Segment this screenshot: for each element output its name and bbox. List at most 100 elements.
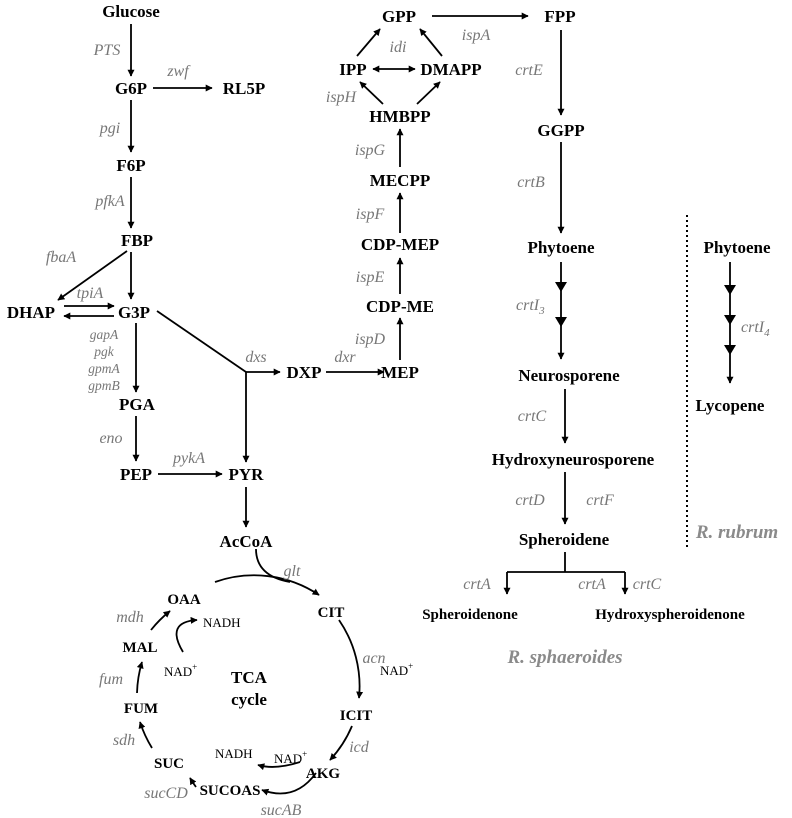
phytoene-rubrum: Phytoene (703, 238, 771, 257)
fpp: FPP (544, 7, 575, 26)
mal: MAL (123, 640, 158, 656)
cdp-me: CDP-ME (366, 297, 434, 316)
enzyme-pts: PTS (93, 42, 121, 59)
enzyme-pfka: pfkA (94, 193, 125, 210)
enzyme-crta-2: crtA (578, 576, 606, 593)
oaa: OAA (167, 592, 201, 608)
cofactor-nad-mal: NAD+ (164, 662, 197, 679)
enzyme-gpmb: gpmB (88, 378, 120, 393)
arrow-cit-icit (339, 620, 360, 698)
dmapp: DMAPP (420, 60, 481, 79)
g3p: G3P (118, 303, 150, 322)
icit: ICIT (340, 708, 373, 724)
ipp: IPP (339, 60, 366, 79)
enzyme-idi: idi (390, 39, 407, 56)
pep: PEP (120, 465, 152, 484)
arrowhead-step-2 (555, 317, 567, 327)
arrowhead-rubrum-2 (724, 315, 736, 325)
enzyme-ispd: ispD (355, 331, 386, 348)
glucose: Glucose (102, 2, 160, 21)
arrow-dmapp-gpp (420, 29, 442, 56)
enzyme-crtc-2: crtC (633, 576, 662, 593)
enzyme-dxs: dxs (245, 349, 266, 366)
enzyme-gapa: gapA (90, 327, 119, 342)
enzyme-succd: sucCD (144, 785, 188, 802)
arrow-nad-nadh-mal (177, 620, 197, 652)
lycopene: Lycopene (696, 396, 765, 415)
enzyme-crtd: crtD (515, 492, 545, 509)
organism-sphaeroides: R. sphaeroides (506, 647, 622, 668)
enzyme-glt: glt (284, 563, 301, 580)
dhap: DHAP (7, 303, 55, 322)
cofactor-nad-akg: NAD+ (274, 749, 307, 766)
enzyme-sucab: sucAB (261, 802, 302, 818)
arrow-hmbpp-ipp (360, 82, 383, 104)
phytoene: Phytoene (527, 238, 595, 257)
arrow-sucoas-suc (190, 778, 196, 787)
enzyme-fbaa: fbaA (46, 249, 76, 266)
akg: AKG (306, 766, 341, 782)
dxp: DXP (287, 363, 322, 382)
enzyme-ispf: ispF (356, 206, 385, 223)
cdp-mep: CDP-MEP (361, 235, 439, 254)
fum: FUM (124, 701, 158, 717)
enzyme-pgk: pgk (93, 344, 115, 359)
arrow-hmbpp-dmapp (417, 82, 440, 104)
enzyme-fum: fum (99, 671, 123, 688)
enzyme-pyka: pykA (172, 450, 205, 467)
cofactor-nadh-akg: NADH (215, 746, 253, 761)
enzyme-ispa: ispA (462, 27, 491, 44)
hydroxyspheroidenone: Hydroxyspheroidenone (595, 607, 745, 623)
spheroidenone: Spheroidenone (422, 607, 518, 623)
arrow-mal-oaa (151, 611, 170, 630)
enzyme-mdh: mdh (116, 609, 144, 626)
enzyme-crte: crtE (515, 62, 543, 79)
accoa: AcCoA (220, 532, 274, 551)
arrow-suc-fum (140, 722, 152, 748)
organism-rubrum: R. rubrum (695, 522, 778, 543)
g6p: G6P (115, 79, 147, 98)
enzyme-isph: ispH (326, 89, 358, 106)
arrow-oaa-cit (215, 575, 319, 595)
hmbpp: HMBPP (369, 107, 430, 126)
enzyme-crtf: crtF (586, 492, 614, 509)
mep: MEP (381, 363, 419, 382)
cofactor-nadh-oaa: NADH (203, 615, 241, 630)
tca-cycle-label-line1: TCA (231, 668, 268, 687)
enzyme-zwf: zwf (166, 63, 191, 80)
gpp: GPP (382, 7, 416, 26)
enzyme-crta-1: crtA (463, 576, 491, 593)
fbp: FBP (121, 231, 153, 250)
enzyme-tpia: tpiA (77, 285, 104, 302)
spheroidene: Spheroidene (519, 530, 610, 549)
enzyme-ispe: ispE (356, 269, 385, 286)
suc: SUC (154, 756, 184, 772)
enzyme-gpma: gpmA (88, 361, 120, 376)
hydroxyneurosporene: Hydroxyneurosporene (492, 450, 655, 469)
enzyme-labels: PTS zwf pgi pfkA fbaA tpiA gapA pgk gpmA… (46, 27, 770, 818)
arrowhead-rubrum-1 (724, 285, 736, 295)
rl5p: RL5P (223, 79, 266, 98)
f6p: F6P (116, 156, 145, 175)
cit: CIT (318, 605, 345, 621)
enzyme-icd: icd (349, 739, 370, 756)
cofactor-nad-acn: NAD+ (380, 661, 413, 678)
pga: PGA (119, 395, 156, 414)
enzyme-sdh: sdh (113, 732, 135, 749)
neurosporene: Neurosporene (518, 366, 620, 385)
mecpp: MECPP (370, 171, 430, 190)
enzyme-crti3: crtI3 (516, 297, 545, 317)
arrowhead-step-1 (555, 282, 567, 292)
enzyme-dxr: dxr (334, 349, 356, 366)
tca-cycle-label-line2: cycle (231, 690, 267, 709)
enzyme-crti4: crtI4 (741, 319, 770, 339)
ggpp: GGPP (537, 121, 584, 140)
arrowhead-rubrum-3 (724, 345, 736, 355)
enzyme-ispg: ispG (355, 142, 386, 159)
arrow-fum-mal (137, 662, 142, 693)
pyr: PYR (229, 465, 265, 484)
enzyme-pgi: pgi (99, 120, 120, 137)
enzyme-crtc: crtC (518, 408, 547, 425)
line-g3p-dxs (157, 311, 246, 372)
